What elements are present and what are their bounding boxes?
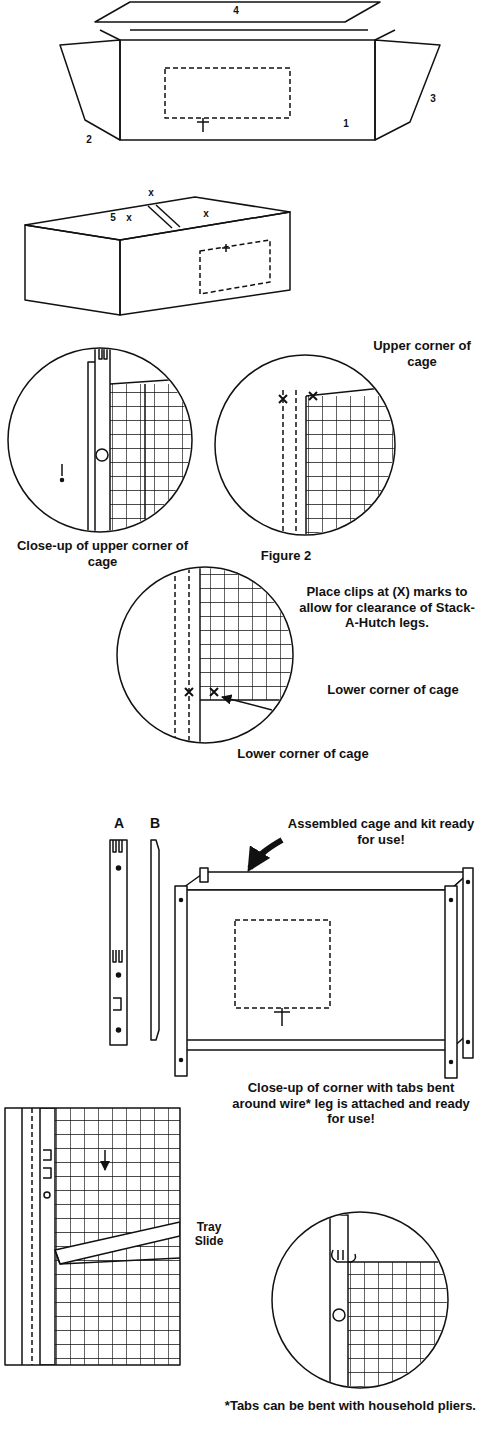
tray-slide-detail [5, 1108, 185, 1368]
view-label: Close-up of upper corner of cage [5, 538, 200, 569]
clip-mark: x [199, 208, 213, 220]
part-letter: B [146, 815, 164, 832]
upper-corner-closeup [215, 355, 416, 546]
clip-mark: x [122, 212, 136, 224]
callout-number: 5 [106, 212, 120, 224]
instruction-note: Assembled cage and kit ready for use! [286, 816, 476, 847]
clip-mark: x [144, 187, 158, 199]
view-label: Lower corner of cage [228, 746, 378, 762]
assembled-cage [175, 868, 473, 1078]
callout-number: 3 [426, 93, 440, 105]
footnote: *Tabs can be bent with household pliers. [140, 1398, 476, 1414]
part-name: Tray Slide [184, 1220, 234, 1249]
bent-tab-closeup [272, 1212, 458, 1395]
pointer-arrow [250, 840, 282, 868]
part-letter: A [110, 815, 128, 832]
lower-corner-closeup [117, 560, 310, 750]
instruction-note: Close-up of corner with tabs bent around… [226, 1080, 476, 1127]
instruction-note: Place clips at (X) marks to allow for cl… [298, 584, 476, 631]
figure-label: Figure 2 [250, 548, 322, 564]
view-label: Upper corner of cage [368, 338, 476, 369]
view-label: Lower corner of cage [318, 682, 468, 698]
leg-part-b [151, 840, 159, 1040]
callout-number: 4 [229, 5, 243, 17]
callout-number: 2 [82, 134, 96, 146]
upper-corner-closeup [8, 345, 210, 554]
leg-part-a [110, 840, 127, 1045]
callout-number: 1 [339, 118, 353, 130]
folded-box [25, 197, 290, 315]
unfolded-box [60, 2, 440, 140]
